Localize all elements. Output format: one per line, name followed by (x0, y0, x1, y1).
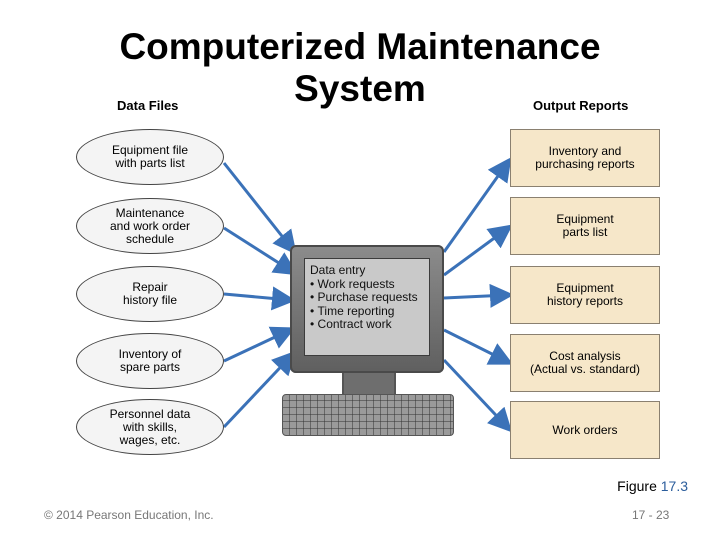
figure-number: 17.3 (661, 478, 688, 494)
figure-caption: Figure 17.3 (617, 478, 688, 494)
data-file-spare-parts: Inventory of spare parts (76, 333, 224, 389)
report-equipment-parts-list: Equipment parts list (510, 197, 660, 255)
screen-item: Time reporting (310, 305, 418, 319)
screen-item: Work requests (310, 278, 418, 292)
screen-item: Purchase requests (310, 291, 418, 305)
screen-content: Data entry Work requests Purchase reques… (310, 264, 418, 332)
keyboard-icon (282, 394, 454, 436)
report-cost-analysis: Cost analysis (Actual vs. standard) (510, 334, 660, 392)
screen-heading: Data entry (310, 264, 418, 278)
data-file-maintenance-schedule: Maintenance and work order schedule (76, 198, 224, 254)
data-file-repair-history: Repair history file (76, 266, 224, 322)
data-file-personnel: Personnel data with skills, wages, etc. (76, 399, 224, 455)
report-work-orders: Work orders (510, 401, 660, 459)
report-equipment-history: Equipment history reports (510, 266, 660, 324)
arrow-history-reports (444, 295, 508, 298)
screen-item: Contract work (310, 318, 418, 332)
arrow-repair-history (224, 294, 290, 300)
arrow-equipment-file (224, 163, 293, 250)
report-inventory-purchasing: Inventory and purchasing reports (510, 129, 660, 187)
arrow-inventory-spare (224, 330, 290, 361)
arrow-cost-analysis (444, 330, 508, 362)
copyright-footer: © 2014 Pearson Education, Inc. (44, 508, 214, 522)
figure-label: Figure (617, 478, 657, 494)
monitor-stand (342, 373, 396, 395)
arrow-inventory-reports (444, 162, 508, 252)
data-file-equipment: Equipment file with parts list (76, 129, 224, 185)
page-number: 17 - 23 (632, 508, 669, 522)
arrow-parts-list (444, 228, 508, 275)
